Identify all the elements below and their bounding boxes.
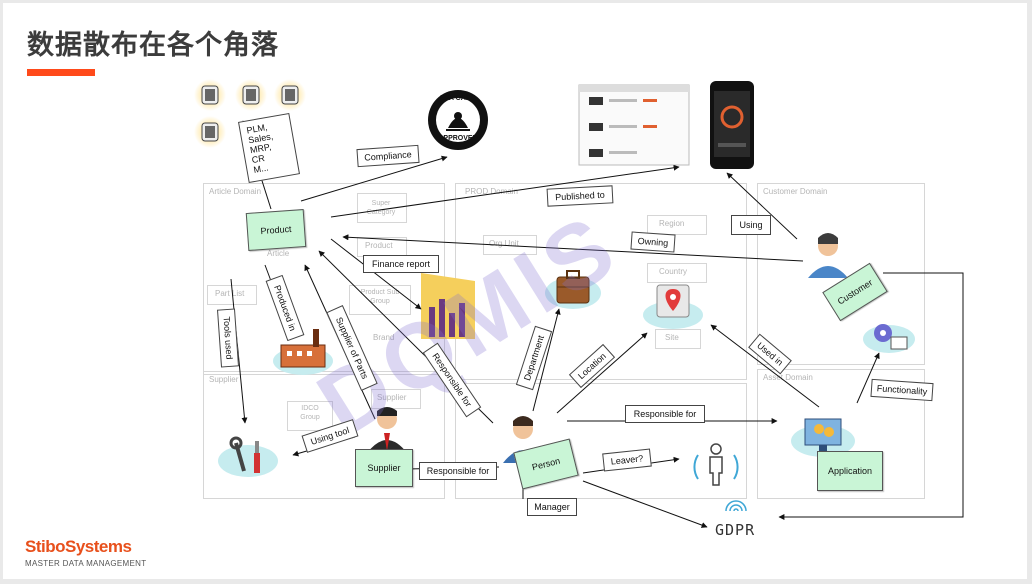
- idco-group-box: [287, 401, 333, 431]
- customer-avatar-icon: [808, 233, 848, 278]
- responsible-for-application-label: Responsible for: [625, 405, 705, 423]
- title-accent-bar: [27, 69, 95, 76]
- site-label: Site: [665, 333, 679, 342]
- location-pin-icon: [643, 284, 703, 329]
- application-monitor-icon: [791, 418, 855, 457]
- super-category-label: Super Category: [366, 200, 396, 216]
- tools-icon: [218, 436, 278, 477]
- manager-label: Manager: [527, 498, 577, 516]
- slide: 数据散布在各个角落 Article Domain PROD Domain Cus…: [3, 3, 1027, 579]
- plm-source-note: PLM, Sales, MRP, CR M...: [238, 112, 300, 184]
- smartphone-icon: [710, 81, 754, 169]
- article-label: Article: [267, 249, 290, 258]
- site-box: [655, 329, 701, 349]
- epa-carb-badge-icon: [428, 90, 488, 150]
- supplier-faint-box: [371, 389, 421, 409]
- product-entity-note[interactable]: Product: [245, 209, 307, 251]
- epa-badge-top-text: EPA CARB: [440, 95, 476, 102]
- country-box: [647, 263, 707, 283]
- application-entity-note[interactable]: Application: [817, 451, 883, 491]
- product-sub-group-box: [349, 285, 411, 315]
- responsible-for-supplier-label: Responsible for: [419, 462, 497, 480]
- product-sub-group-label: Product Sub Group: [360, 289, 400, 305]
- region-label: Region: [659, 219, 685, 228]
- database-icon: [235, 79, 267, 111]
- factory-icon: [273, 329, 333, 375]
- epa-badge-bottom-text: APPROVED: [438, 135, 478, 142]
- gdpr-label: GDPR: [715, 521, 756, 539]
- asset-domain-label: Asset Domain: [763, 373, 813, 382]
- database-icon: [274, 79, 306, 111]
- supplier-faint-label: Supplier: [377, 393, 407, 402]
- product-faint-label: Product: [365, 241, 393, 250]
- database-icon: [194, 116, 226, 148]
- brand-label: Brand: [373, 333, 395, 342]
- relationship-diagram: [194, 79, 964, 528]
- org-unit-box: [483, 235, 537, 255]
- asset-domain-box: [757, 369, 925, 499]
- database-icons: [194, 79, 306, 148]
- person-domain-box: [455, 383, 747, 499]
- gear-icon: [863, 324, 915, 353]
- gdpr-person-icon: [693, 443, 739, 486]
- region-box: [647, 215, 707, 235]
- prod-domain-label: PROD Domain: [465, 187, 518, 196]
- supplier-domain-box: [203, 371, 445, 499]
- supplier-domain-label: Supplier: [209, 375, 239, 384]
- finance-report-label: Finance report: [363, 255, 439, 273]
- finance-report-icon: [421, 273, 475, 339]
- super-category-box: [357, 193, 407, 223]
- supplier-entity-note[interactable]: Supplier: [355, 449, 413, 487]
- logo-tagline: MASTER DATA MANAGEMENT: [25, 559, 147, 568]
- page-title: 数据散布在各个角落: [27, 30, 279, 61]
- published-to-label: Published to: [546, 185, 614, 207]
- customer-domain-box: [757, 183, 925, 365]
- database-icon: [194, 79, 226, 111]
- country-label: Country: [659, 267, 688, 276]
- briefcase-icon: [545, 270, 601, 309]
- idco-group-label: IDCO Group: [300, 405, 320, 421]
- org-unit-label: Org Unit: [489, 239, 519, 248]
- stibo-systems-logo: StiboSystems: [25, 537, 132, 556]
- article-domain-label: Article Domain: [209, 187, 262, 196]
- owning-label: Owning: [630, 231, 676, 253]
- web-page-screenshot-icon: [578, 84, 690, 166]
- customer-domain-label: Customer Domain: [763, 187, 828, 196]
- using-label: Using: [731, 215, 771, 235]
- fingerprint-icon: [725, 500, 747, 512]
- part-list-label: Part List: [215, 289, 245, 298]
